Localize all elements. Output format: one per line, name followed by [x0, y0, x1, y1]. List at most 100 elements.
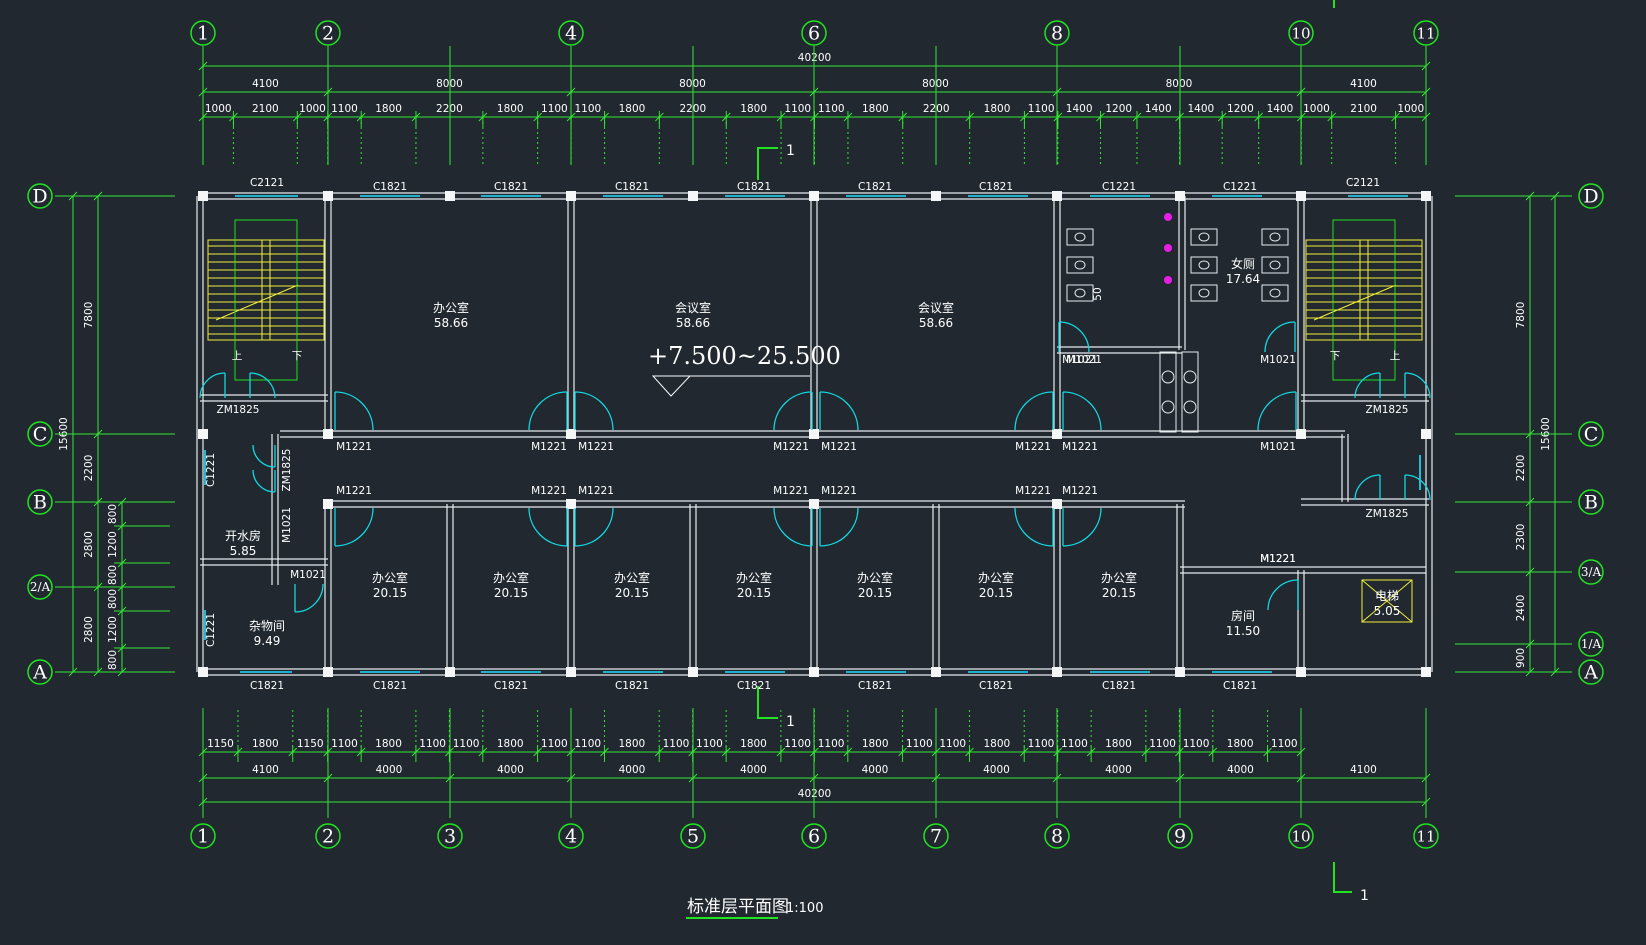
dim-bottom-row1-label: 1800 [1105, 738, 1132, 750]
column [809, 429, 819, 439]
dim-top-row3-label: 1400 [1188, 103, 1215, 115]
sink [1161, 400, 1175, 414]
dim-bottom-row1-label: 1100 [663, 738, 690, 750]
room-name: 办公室 [614, 570, 650, 585]
room-name: 女厕 [1231, 256, 1255, 271]
dim-right-row-label: 900 [1515, 648, 1527, 668]
axis-bottom-8-label: 8 [1051, 826, 1063, 848]
dim-bottom-row1-label: 1100 [939, 738, 966, 750]
door-wc-2-swing [1264, 321, 1296, 353]
column [323, 667, 333, 677]
dim-bottom-row1-label: 1800 [618, 738, 645, 750]
toilet [1190, 256, 1218, 274]
code-label: 上 [1390, 350, 1401, 362]
axis-right-1-label: C [1584, 424, 1599, 446]
axis-top-8 [1044, 20, 1070, 46]
axis-top-4 [558, 20, 584, 46]
room-area: 20.15 [615, 586, 649, 600]
door-code-south: M1221 [1015, 485, 1051, 497]
column [1421, 667, 1431, 677]
dim-bottom-row1-label: 1100 [419, 738, 446, 750]
column [1052, 499, 1062, 509]
dim-left-small-label: 1200 [107, 616, 119, 643]
door-kettle-1-swing [252, 444, 276, 468]
column [566, 191, 576, 201]
dim-left-small-label: 800 [107, 589, 119, 609]
toilet-bowl [1269, 232, 1281, 242]
axis-bottom-3-label: 3 [444, 826, 456, 848]
door-north-4-swing [819, 391, 859, 431]
dim-left-row-label: 7800 [83, 302, 95, 329]
dim-bottom-row2-label: 4100 [1350, 764, 1377, 776]
dim-bottom-row1-label: 1100 [696, 738, 723, 750]
column [323, 191, 333, 201]
window-code-south: C1821 [250, 680, 284, 692]
toilet [1261, 284, 1289, 302]
axis-left-2 [27, 489, 53, 515]
room-name: 杂物间 [249, 619, 285, 633]
stair-west-arrow [234, 219, 298, 381]
room-name: 会议室 [675, 300, 711, 315]
column [1296, 667, 1306, 677]
dim-right-row-label: 2200 [1515, 455, 1527, 482]
room-area: 17.64 [1226, 272, 1260, 286]
toilet [1066, 256, 1094, 274]
toilet-bowl [1074, 288, 1086, 298]
stair-east-break [1313, 284, 1397, 321]
door-lobby-e2-swing [1404, 474, 1431, 501]
toilet-bowl [1269, 260, 1281, 270]
dim-bottom-row1-label: 1100 [1149, 738, 1176, 750]
axis-bottom-4-label: 4 [565, 826, 577, 848]
door-south-4-swing [819, 507, 859, 547]
door-code-south: M1221 [1062, 485, 1098, 497]
door-south-6-swing [1062, 507, 1102, 547]
window-code-south: C1821 [373, 680, 407, 692]
door-wc-1-swing [1058, 321, 1090, 353]
column [566, 667, 576, 677]
room-name: 办公室 [372, 570, 408, 585]
axis-bottom-2 [315, 823, 341, 849]
room-name: 开水房 [225, 528, 261, 543]
room-name: 电梯 [1375, 589, 1399, 603]
room-name: 办公室 [736, 570, 772, 585]
axis-left-0-label: D [32, 186, 47, 208]
column [1175, 667, 1185, 677]
column [688, 191, 698, 201]
dim-top-row3-label: 2100 [252, 103, 279, 115]
door-north-0-swing [334, 391, 374, 431]
axis-right-3 [1578, 559, 1604, 585]
axis-top-10 [1288, 20, 1314, 46]
window-code-south: C1821 [979, 680, 1013, 692]
dim-bottom-row1-label: 1150 [297, 738, 324, 750]
door-code-south: M1221 [1260, 553, 1296, 565]
column [809, 667, 819, 677]
column [688, 667, 698, 677]
room-area: 58.66 [919, 316, 953, 330]
dim-top-row3-label: 1100 [331, 103, 358, 115]
dim-left-row-label: 2800 [83, 531, 95, 558]
code-label: M1021 [1066, 354, 1102, 366]
door-north-3-swing [773, 391, 813, 431]
urinal [1164, 213, 1172, 221]
column [198, 667, 208, 677]
room-area: 9.49 [254, 634, 281, 648]
axis-left-3 [27, 574, 53, 600]
door-code-north: M1221 [821, 441, 857, 453]
section-mark-top: 1 [786, 143, 795, 159]
room-area: 11.50 [1226, 624, 1260, 638]
toilet [1190, 284, 1218, 302]
column [445, 667, 455, 677]
dim-top-row3-label: 1000 [299, 103, 326, 115]
code-label: 下 [1330, 350, 1341, 362]
room-name: 办公室 [433, 300, 469, 315]
column [323, 499, 333, 509]
axis-bottom-3 [437, 823, 463, 849]
dim-top-row2-label: 4100 [252, 78, 279, 90]
column [931, 191, 941, 201]
axis-top-6 [801, 20, 827, 46]
window-code-north: C2121 [250, 177, 284, 189]
dim-top-row3-label: 1200 [1105, 103, 1132, 115]
code-label: C1221 [205, 453, 217, 487]
axis-right-5-label: A [1583, 662, 1598, 684]
